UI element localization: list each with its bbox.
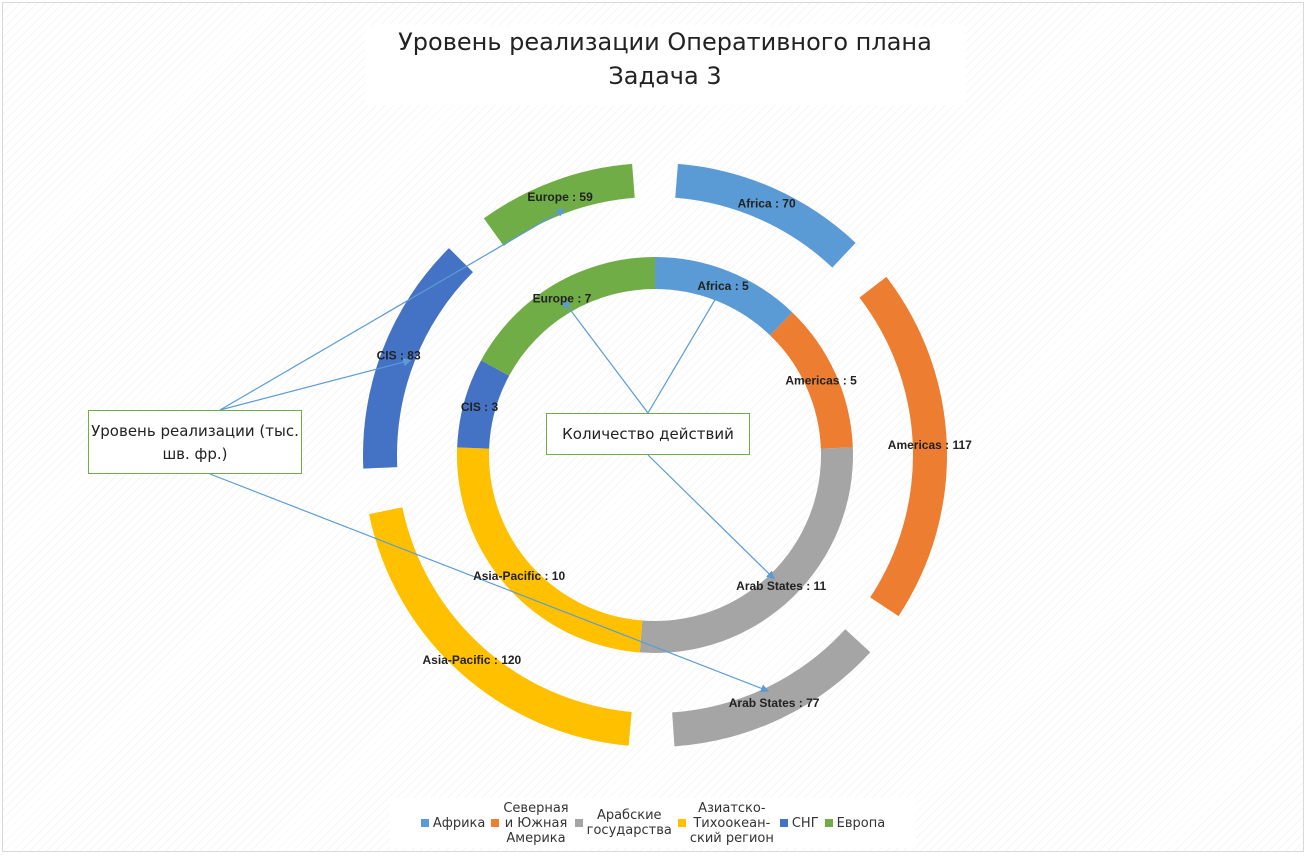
inner-slice-americas [770, 312, 853, 449]
legend-label: Европа [836, 815, 886, 831]
leader-europe-amount [219, 208, 566, 411]
legend-label: Африка [432, 815, 486, 831]
outer-label-cis: CIS : 83 [377, 348, 421, 362]
callout-action-count: Количество действий [546, 413, 750, 455]
legend-swatch [491, 819, 500, 827]
outer-slice-asia-pacific [369, 507, 632, 746]
inner-label-arab-states: Arab States : 11 [736, 579, 826, 593]
legend-label: Азиатско- Тихоокеан- ский регион [689, 800, 774, 846]
outer-label-africa: Africa : 70 [738, 197, 796, 211]
legend-item-americas: Северная и Южная Америка [491, 800, 569, 846]
outer-slice-arab-states [672, 629, 871, 747]
inner-slice-cis [457, 360, 510, 449]
leader-arab-amount [209, 473, 770, 693]
leader-europe-count [562, 299, 649, 414]
leader-cis-amount [219, 358, 412, 411]
outer-label-arab-states: Arab States : 77 [729, 696, 820, 710]
inner-label-americas: Americas : 5 [785, 374, 857, 388]
legend-label: Арабские государства [586, 808, 672, 838]
legend-swatch [779, 819, 788, 827]
inner-label-asia-pacific: Asia-Pacific : 10 [473, 569, 565, 583]
legend-item-europe: Европа [824, 815, 886, 831]
legend-swatch [574, 819, 583, 827]
chart-title: Уровень реализации Оперативного плана За… [365, 25, 965, 105]
legend-swatch [420, 819, 429, 827]
inner-slice-europe [481, 257, 655, 376]
inner-label-africa: Africa : 5 [697, 279, 749, 293]
outer-slice-cis [363, 248, 473, 469]
outer-label-europe: Europe : 59 [527, 190, 593, 204]
outer-label-americas: Americas : 117 [888, 438, 972, 452]
outer-ring [363, 163, 947, 747]
legend-item-africa: Африка [420, 815, 486, 831]
leader-africa-count [647, 285, 724, 414]
callout-implementation-level: Уровень реализации (тыс. шв. фр.) [88, 410, 302, 474]
outer-slice-europe [483, 163, 635, 246]
leader-arab-count [647, 454, 775, 580]
outer-slice-africa [675, 163, 856, 268]
inner-ring [456, 257, 853, 653]
inner-slice-arab-states [639, 447, 853, 653]
legend-label: СНГ [791, 815, 819, 831]
inner-label-europe: Europe : 7 [533, 292, 592, 306]
legend-label: Северная и Южная Америка [503, 800, 569, 846]
chart-title-line-2: Задача 3 [608, 62, 722, 90]
legend-item-cis: СНГ [779, 815, 819, 831]
legend-swatch [677, 819, 686, 827]
legend-item-arab-states: Арабские государства [574, 808, 672, 838]
inner-slice-asia-pacific [456, 447, 643, 653]
chart-title-line-1: Уровень реализации Оперативного плана [398, 28, 932, 56]
leader-lines [209, 208, 775, 693]
data-labels: Africa : 5 Americas : 5 Arab States : 11 As… [377, 190, 973, 710]
inner-slice-africa [655, 257, 793, 336]
legend-item-asia-pacific: Азиатско- Тихоокеан- ский регион [677, 800, 774, 846]
outer-label-asia-pacific: Asia-Pacific : 120 [423, 653, 522, 667]
outer-slice-americas [859, 276, 947, 617]
legend: Африка Северная и Южная Америка Арабские г… [390, 798, 916, 848]
legend-swatch [824, 819, 833, 827]
inner-label-cis: CIS : 3 [461, 400, 499, 414]
